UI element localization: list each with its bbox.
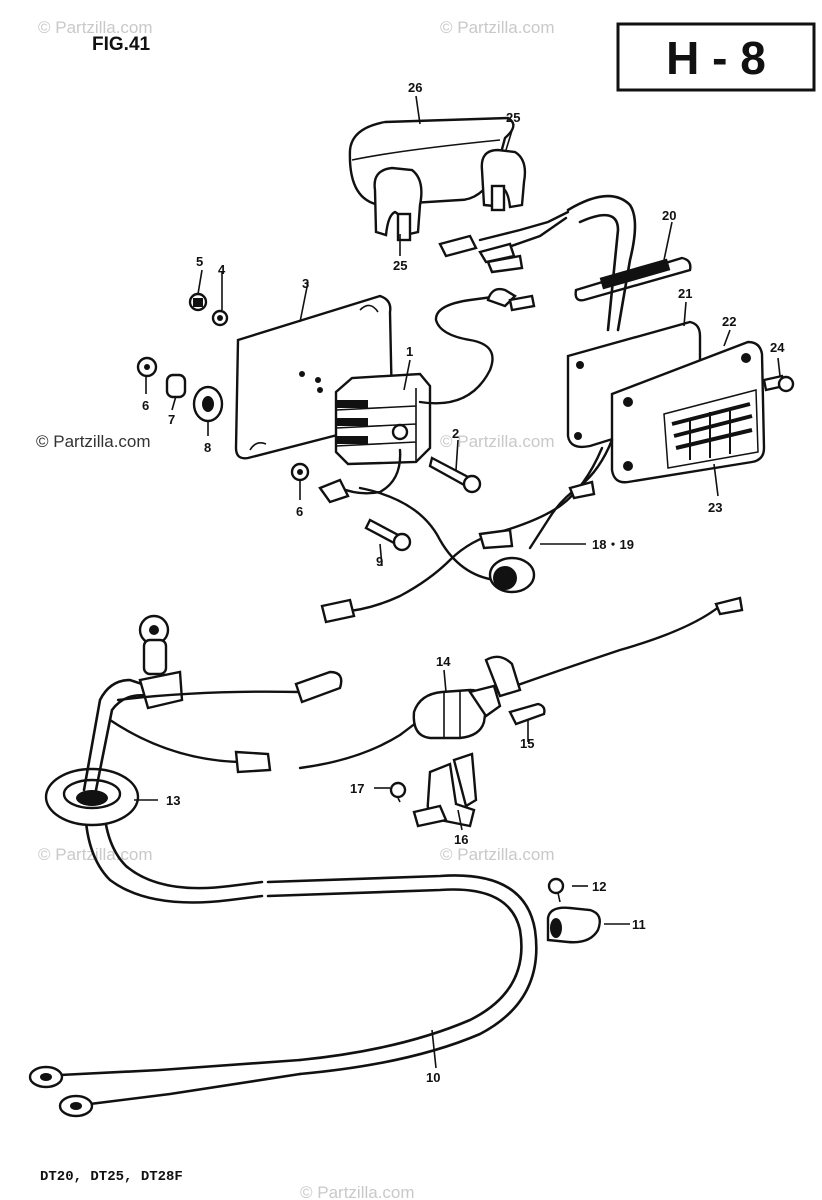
callout-18-19: 18・19 — [592, 537, 634, 552]
callout-15: 15 — [520, 736, 534, 751]
callout-8: 8 — [204, 440, 211, 455]
callouts: 26 25 25 3 1 2 5 4 6 7 8 6 9 18・19 20 21… — [142, 80, 785, 1085]
callout-6: 6 — [142, 398, 149, 413]
fuse-holder-part-14 — [412, 684, 502, 740]
capacitor-part-18-19 — [478, 528, 536, 594]
callout-5: 5 — [196, 254, 203, 269]
watermarks: © Partzilla.com © Partzilla.com © Partzi… — [36, 18, 555, 1200]
callout-16: 16 — [454, 832, 468, 847]
callout-25: 25 — [393, 258, 407, 273]
callout-3: 3 — [302, 276, 309, 291]
callout-4: 4 — [218, 262, 226, 277]
clamp-part-11 — [546, 906, 601, 944]
callout-10: 10 — [426, 1070, 440, 1085]
nuts-part-4-5 — [188, 292, 229, 327]
callout-22: 22 — [722, 314, 736, 329]
harness-cable — [566, 194, 637, 332]
footer-models: DT20, DT25, DT28F — [40, 1169, 183, 1185]
bracket-part-16 — [412, 752, 478, 828]
callout-7: 7 — [168, 412, 175, 427]
watermark: © Partzilla.com — [440, 845, 555, 864]
grommet-part-8 — [192, 385, 224, 423]
battery-cable-part-10 — [28, 778, 538, 1118]
callout-26: 26 — [408, 80, 422, 95]
section-code: H - 8 — [666, 32, 766, 84]
callout-23: 23 — [708, 500, 722, 515]
leader-lines — [134, 95, 781, 1069]
label-part-23 — [663, 389, 759, 469]
callout-14: 14 — [436, 654, 451, 669]
screw-part-17 — [389, 781, 407, 803]
screw-part-12 — [547, 877, 565, 903]
callout-9: 9 — [376, 554, 383, 569]
screw-part-2 — [428, 456, 482, 494]
section-code-box — [616, 22, 816, 92]
callout-20: 20 — [662, 208, 676, 223]
callout-24: 24 — [770, 340, 785, 355]
grommet-part-13 — [44, 767, 140, 827]
callout-17: 17 — [350, 781, 364, 796]
rectifier-part-1 — [334, 372, 432, 466]
washer-part-6 — [136, 356, 310, 482]
callout-2: 2 — [452, 426, 459, 441]
watermark: © Partzilla.com — [38, 18, 153, 37]
figure-title: FIG.41 — [92, 34, 151, 55]
strip-part-20 — [574, 256, 692, 302]
callout-1: 1 — [406, 344, 413, 359]
callout-21: 21 — [678, 286, 692, 301]
watermark: © Partzilla.com — [300, 1183, 415, 1200]
fuse-part-15 — [508, 702, 546, 726]
screw-part-24 — [762, 374, 795, 393]
screw-part-9 — [364, 518, 412, 552]
watermark: © Partzilla.com — [440, 432, 555, 451]
callout-6: 6 — [296, 504, 303, 519]
callout-11: 11 — [632, 917, 646, 932]
watermark: © Partzilla.com — [36, 432, 151, 451]
callout-25: 25 — [506, 110, 520, 125]
watermark: © Partzilla.com — [38, 845, 153, 864]
watermark: © Partzilla.com — [440, 18, 555, 37]
cover-part-26 — [348, 116, 527, 242]
callout-12: 12 — [592, 879, 606, 894]
collar-part-7 — [165, 373, 187, 399]
callout-13: 13 — [166, 793, 180, 808]
